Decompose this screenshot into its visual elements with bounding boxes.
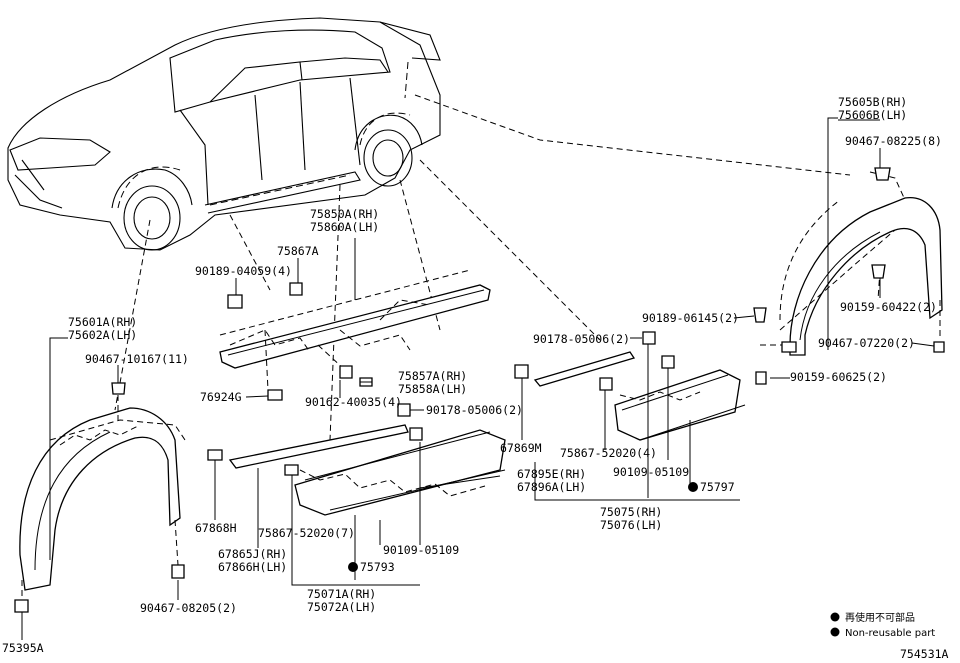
label-76924G: 76924G (200, 390, 242, 404)
label-75860A: 75860A(LH) (310, 220, 379, 234)
non-reusable-marker-75793 (348, 562, 358, 572)
rocker-panel-lower (207, 424, 506, 516)
legend: 再使用不可部品 Non-reusable part 754531A (830, 611, 949, 661)
label-75076: 75076(LH) (600, 518, 662, 532)
label-67868H: 67868H (195, 521, 237, 535)
rocker-moulding-upper (219, 269, 491, 417)
label-90109-05109-b: 90109-05109 (383, 543, 459, 557)
label-90159-60625: 90159-60625(2) (790, 370, 887, 384)
label-67866H: 67866H(LH) (218, 560, 287, 574)
rear-wheel-arch-moulding (753, 167, 945, 385)
label-75867A: 75867A (277, 244, 319, 258)
label-75867-52020-a: 75867-52020(4) (560, 446, 657, 460)
label-75072A: 75072A(LH) (307, 600, 376, 614)
label-67869M: 67869M (500, 441, 542, 455)
label-75850A: 75850A(RH) (310, 207, 379, 221)
label-90189-04059: 90189-04059(4) (195, 264, 292, 278)
label-75793: 75793 (360, 560, 395, 574)
label-90189-06145: 90189-06145(2) (642, 311, 739, 325)
part-labels: 75605B(RH) 75606B(LH) 90467-08225(8) 901… (2, 95, 942, 655)
label-90178-05006-a: 90178-05006(2) (533, 332, 630, 346)
label-90467-07220: 90467-07220(2) (818, 336, 915, 350)
guide-lines (114, 94, 851, 441)
label-75395A: 75395A (2, 641, 44, 655)
label-90467-08225: 90467-08225(8) (845, 134, 942, 148)
label-90178-05006-b: 90178-05006(2) (426, 403, 523, 417)
legend-marker-jp (830, 612, 840, 622)
vehicle-illustration (7, 17, 441, 251)
label-90467-10167: 90467-10167(11) (85, 352, 189, 366)
non-reusable-marker-75797 (688, 482, 698, 492)
label-67865J: 67865J(RH) (218, 547, 287, 561)
rocker-panel-rear (514, 331, 746, 441)
label-75857A: 75857A(RH) (398, 369, 467, 383)
label-67896A: 67896A(LH) (517, 480, 586, 494)
label-75606B: 75606B(LH) (838, 108, 907, 122)
legend-jp: 再使用不可部品 (845, 611, 915, 624)
label-75075: 75075(RH) (600, 505, 662, 519)
label-90162-40035: 90162-40035(4) (305, 395, 402, 409)
label-75601A: 75601A(RH) (68, 315, 137, 329)
legend-en: Non-reusable part (845, 628, 935, 639)
front-wheel-arch-moulding (14, 382, 186, 613)
label-90159-60422: 90159-60422(2) (840, 300, 937, 314)
illustration-id: 754531A (900, 647, 949, 661)
label-75867-52020-b: 75867-52020(7) (258, 526, 355, 540)
label-75797: 75797 (700, 480, 735, 494)
label-90109-05109-a: 90109-05109 (613, 465, 689, 479)
label-67895E: 67895E(RH) (517, 467, 586, 481)
label-90467-08205: 90467-08205(2) (140, 601, 237, 615)
label-75071A: 75071A(RH) (307, 587, 376, 601)
label-75605B: 75605B(RH) (838, 95, 907, 109)
label-75858A: 75858A(LH) (398, 382, 467, 396)
label-75602A: 75602A(LH) (68, 328, 137, 342)
legend-marker-en (830, 627, 840, 637)
